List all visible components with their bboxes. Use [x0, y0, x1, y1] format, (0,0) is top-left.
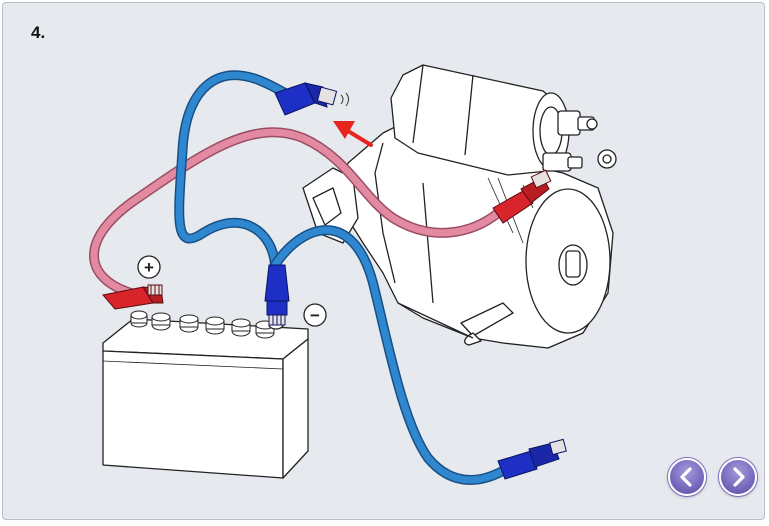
battery: [102, 310, 309, 479]
starter-test-diagram: + −: [89, 64, 617, 485]
chevron-left-icon: [680, 467, 692, 487]
negative-terminal-label: −: [310, 306, 320, 325]
next-button[interactable]: [719, 458, 757, 496]
instruction-panel: 4.: [2, 2, 765, 520]
previous-button[interactable]: [668, 458, 706, 496]
starter-motor: [302, 64, 617, 349]
positive-clamp-battery: [102, 284, 164, 310]
positive-terminal-label: +: [144, 258, 154, 277]
step-number: 4.: [31, 23, 46, 42]
connection-arrow: [333, 121, 373, 147]
chevron-right-icon: [733, 467, 745, 487]
positive-terminal-symbol: +: [137, 255, 161, 279]
positive-clamp-starter: [492, 169, 552, 224]
negative-clamp-lower: [497, 438, 567, 480]
negative-clamp-upper: [274, 82, 349, 116]
negative-terminal-symbol: −: [303, 303, 327, 327]
negative-clamp-battery: [264, 264, 290, 326]
